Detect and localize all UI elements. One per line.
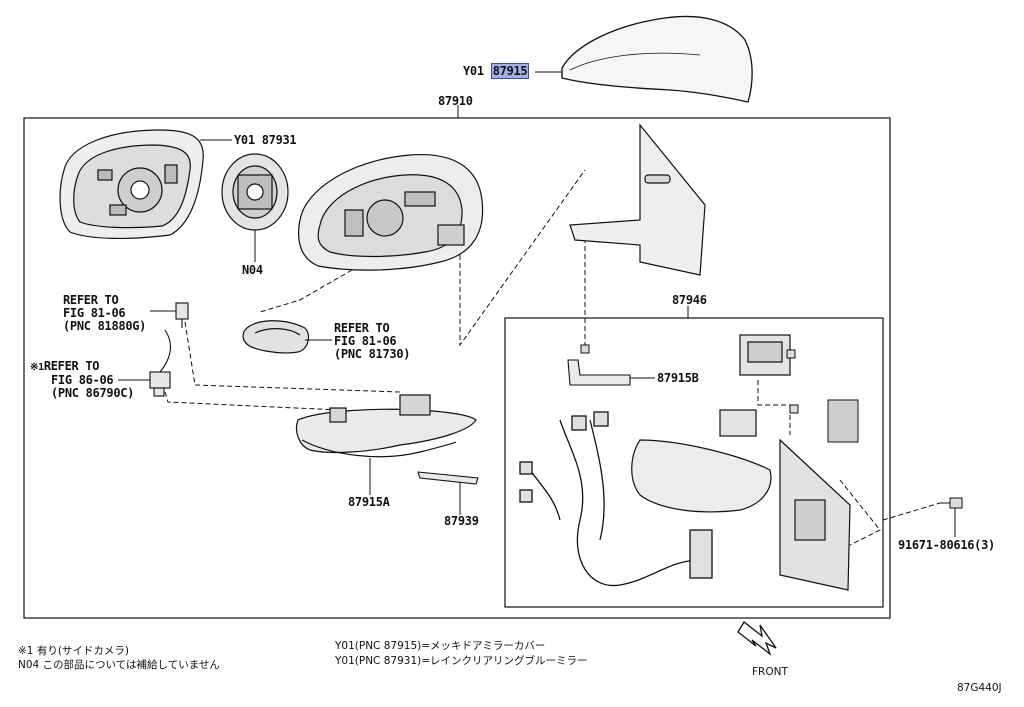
lower-cover-part xyxy=(295,394,477,458)
guide-lines xyxy=(164,169,881,546)
pad-part xyxy=(827,399,859,443)
turn-ref-line3: (PNC 81730) xyxy=(334,347,411,361)
footnote-y01-mirror: Y01(PNC 87931)=レインクリアリングブルーミラー xyxy=(335,655,588,667)
camera-mark: ※1 xyxy=(30,362,44,373)
lower-cover-callout[interactable]: 87915A xyxy=(348,495,390,509)
seal-callout[interactable]: 87939 xyxy=(444,514,479,528)
subassembly-callout[interactable]: 87946 xyxy=(672,293,707,307)
figure-code: 87G440J xyxy=(957,682,1002,694)
bulb-part xyxy=(175,302,189,328)
turn-lamp-reference[interactable]: REFER TO FIG 81-06 (PNC 81730) xyxy=(334,322,410,361)
cover-callout[interactable]: Y01 87915 xyxy=(463,63,530,79)
front-label: FRONT xyxy=(752,666,788,678)
camera-reference[interactable]: ※1REFER TO FIG 86-06 (PNC 86790C) xyxy=(30,360,134,400)
footnote-camera: ※1 有り(サイドカメラ) xyxy=(18,645,130,657)
inner-cover-part xyxy=(567,359,631,386)
cover-prefix: Y01 xyxy=(463,64,484,78)
cover-part-number[interactable]: 87915 xyxy=(490,63,530,79)
turn-ref-line1: REFER TO xyxy=(334,321,390,335)
mirror-prefix: Y01 xyxy=(234,133,255,147)
mirror-glass-part xyxy=(59,129,204,240)
mirror-part-number[interactable]: 87931 xyxy=(261,133,297,147)
harness-part xyxy=(519,411,713,587)
front-arrow-icon xyxy=(737,621,777,656)
lamp-ref-line2: FIG 81-06 xyxy=(63,306,126,320)
frame-part xyxy=(631,438,851,591)
seal-part xyxy=(417,471,479,485)
bolts xyxy=(580,344,799,414)
motor-callout[interactable]: N04 xyxy=(242,263,263,277)
screw-callout[interactable]: 91671-80616(3) xyxy=(898,538,995,552)
assembly-frame xyxy=(23,117,891,619)
turn-ref-line2: FIG 81-06 xyxy=(334,334,397,348)
mirror-callout[interactable]: Y01 87931 xyxy=(234,133,297,147)
lamp-ref-line3: (PNC 81880G) xyxy=(63,319,147,333)
mirror-cover-part xyxy=(561,15,753,103)
motor-part xyxy=(221,153,289,231)
screw-dash xyxy=(882,502,941,521)
lamp-ref-line1: REFER TO xyxy=(63,293,119,307)
camera-ref-line2: FIG 86-06 xyxy=(51,373,114,387)
inner-cover-callout[interactable]: 87915B xyxy=(657,371,699,385)
subassembly-frame xyxy=(504,317,884,608)
mirror-housing-part xyxy=(297,153,484,271)
bracket-part xyxy=(569,123,706,276)
camera-part xyxy=(149,329,171,397)
screw-part xyxy=(940,497,963,509)
lamp-reference[interactable]: REFER TO FIG 81-06 (PNC 81880G) xyxy=(63,294,146,333)
camera-ref-line3: (PNC 86790C) xyxy=(51,386,135,400)
actuator-part xyxy=(719,334,791,437)
camera-ref-line1: REFER TO xyxy=(43,359,100,373)
assembly-callout[interactable]: 87910 xyxy=(438,94,473,108)
footnote-n04: N04 この部品については補給していません xyxy=(18,659,220,671)
turn-lamp-part xyxy=(242,320,310,354)
footnote-y01-cover: Y01(PNC 87915)=メッキドアミラーカバー xyxy=(335,640,546,652)
